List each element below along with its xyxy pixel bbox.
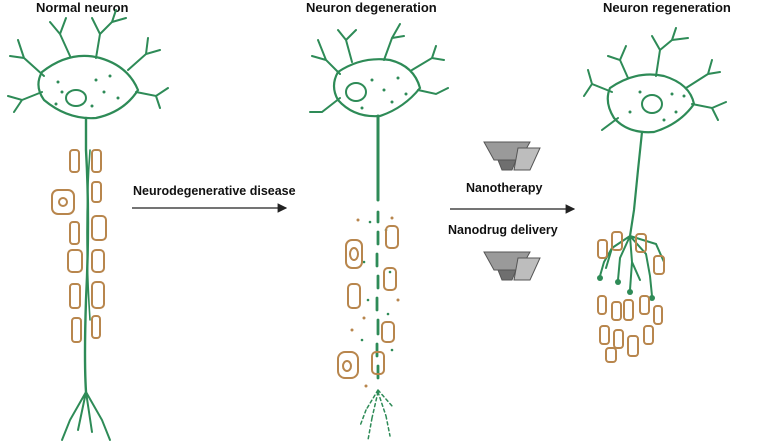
label-nanodrug-delivery: Nanodrug delivery — [448, 223, 558, 237]
degenerating-neuron-axon-fragments — [375, 210, 380, 380]
degenerating-neuron-dendrites — [309, 23, 449, 113]
nanodrug-device-icon — [483, 251, 541, 281]
regenerating-neuron-axon — [628, 130, 644, 238]
regenerating-neuron — [583, 27, 727, 301]
normal-neuron-dendrites — [7, 9, 169, 113]
normal-neuron-myelin — [51, 149, 107, 343]
normal-neuron-soma — [37, 54, 140, 120]
degenerating-neuron-soma — [332, 58, 422, 118]
normal-neuron — [7, 9, 169, 441]
regenerating-neuron-nucleus — [641, 94, 663, 114]
title-neuron-degeneration: Neuron degeneration — [306, 0, 437, 15]
normal-neuron-nucleus — [65, 89, 87, 107]
degenerating-neuron-terminals — [359, 389, 393, 441]
regenerating-neuron-dendrites — [583, 27, 727, 131]
nanotherapy-device-icon — [483, 141, 541, 171]
regenerating-neuron-soma — [606, 73, 696, 134]
normal-neuron-terminals — [61, 391, 111, 441]
label-nanotherapy: Nanotherapy — [466, 181, 543, 195]
degenerating-neuron-myelin — [337, 216, 400, 388]
normal-neuron-axon — [83, 116, 90, 394]
label-neurodegenerative-disease: Neurodegenerative disease — [133, 184, 296, 198]
degenerating-neuron-nucleus — [345, 82, 367, 102]
regenerating-neuron-myelin — [597, 231, 665, 363]
title-neuron-regeneration: Neuron regeneration — [603, 0, 731, 15]
degenerating-neuron — [309, 23, 449, 441]
title-normal-neuron: Normal neuron — [36, 0, 129, 15]
